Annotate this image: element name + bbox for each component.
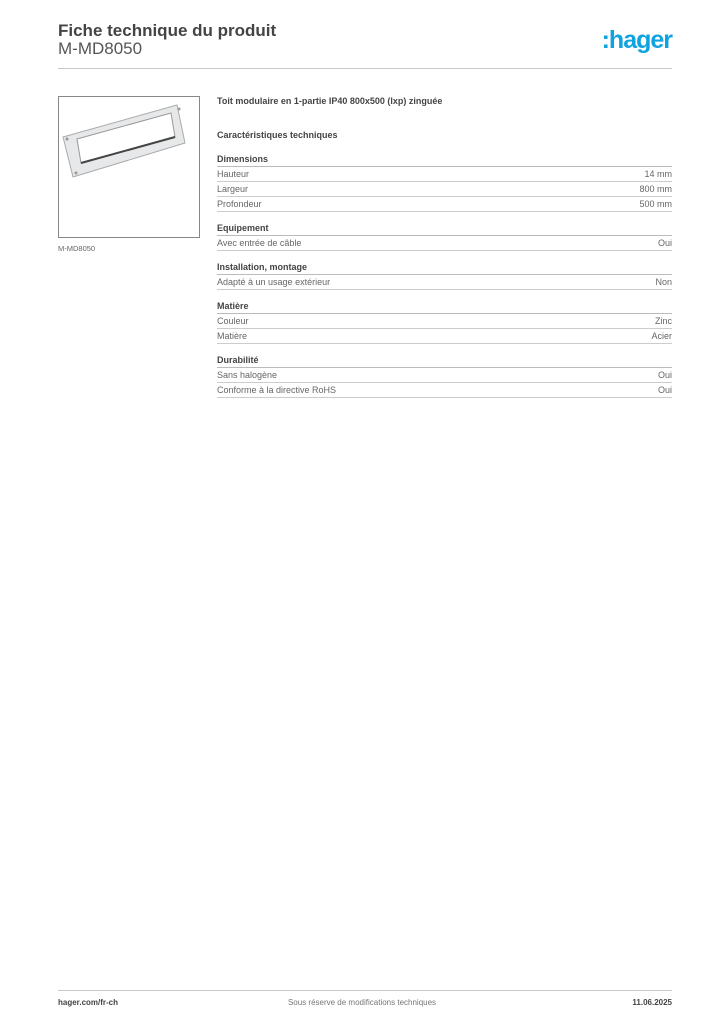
- spec-value: 14 mm: [644, 169, 672, 179]
- spec-label: Profondeur: [217, 199, 262, 209]
- spec-row: Avec entrée de câble Oui: [217, 236, 672, 251]
- footer-divider: [58, 990, 672, 991]
- product-code: M-MD8050: [58, 39, 143, 58]
- product-image: [58, 96, 200, 238]
- spec-value: Non: [655, 277, 672, 287]
- spec-row: Sans halogène Oui: [217, 368, 672, 383]
- spec-row: Couleur Zinc: [217, 314, 672, 329]
- page-title: Fiche technique du produit: [58, 21, 277, 40]
- spec-column: Toit modulaire en 1-partie IP40 800x500 …: [217, 96, 672, 407]
- spec-row: Matière Acier: [217, 329, 672, 344]
- spec-label: Largeur: [217, 184, 249, 194]
- spec-label: Avec entrée de câble: [217, 238, 302, 248]
- spec-label: Hauteur: [217, 169, 250, 179]
- footer-date: 11.06.2025: [632, 998, 672, 1007]
- section-heading: Matière: [217, 299, 672, 314]
- header-divider: [58, 68, 672, 69]
- hager-logo: :hager: [601, 26, 673, 54]
- spec-row: Conforme à la directive RoHS Oui: [217, 383, 672, 398]
- section-heading: Installation, montage: [217, 260, 672, 275]
- spec-value: Oui: [657, 370, 672, 380]
- spec-label: Conforme à la directive RoHS: [217, 385, 337, 395]
- section-heading: Equipement: [217, 221, 672, 236]
- footer-website[interactable]: hager.com/fr-ch: [58, 998, 119, 1007]
- spec-value: 500 mm: [639, 199, 672, 209]
- spec-row: Profondeur 500 mm: [217, 197, 672, 212]
- image-caption: M-MD8050: [58, 244, 96, 253]
- spec-row: Adapté à un usage extérieur Non: [217, 275, 672, 290]
- footer-notice: Sous réserve de modifications techniques: [287, 998, 437, 1007]
- spec-label: Couleur: [217, 316, 249, 326]
- spec-value: Zinc: [654, 316, 672, 326]
- spec-label: Adapté à un usage extérieur: [217, 277, 331, 287]
- product-title: Toit modulaire en 1-partie IP40 800x500 …: [217, 96, 443, 106]
- spec-row: Hauteur 14 mm: [217, 167, 672, 182]
- section-heading: Dimensions: [217, 152, 672, 167]
- section-heading: Durabilité: [217, 353, 672, 368]
- spec-value: 800 mm: [639, 184, 672, 194]
- spec-value: Acier: [651, 331, 672, 341]
- spec-heading: Caractéristiques techniques: [217, 130, 338, 140]
- spec-value: Oui: [657, 238, 672, 248]
- spec-label: Matière: [217, 331, 248, 341]
- spec-row: Largeur 800 mm: [217, 182, 672, 197]
- spec-label: Sans halogène: [217, 370, 278, 380]
- spec-value: Oui: [657, 385, 672, 395]
